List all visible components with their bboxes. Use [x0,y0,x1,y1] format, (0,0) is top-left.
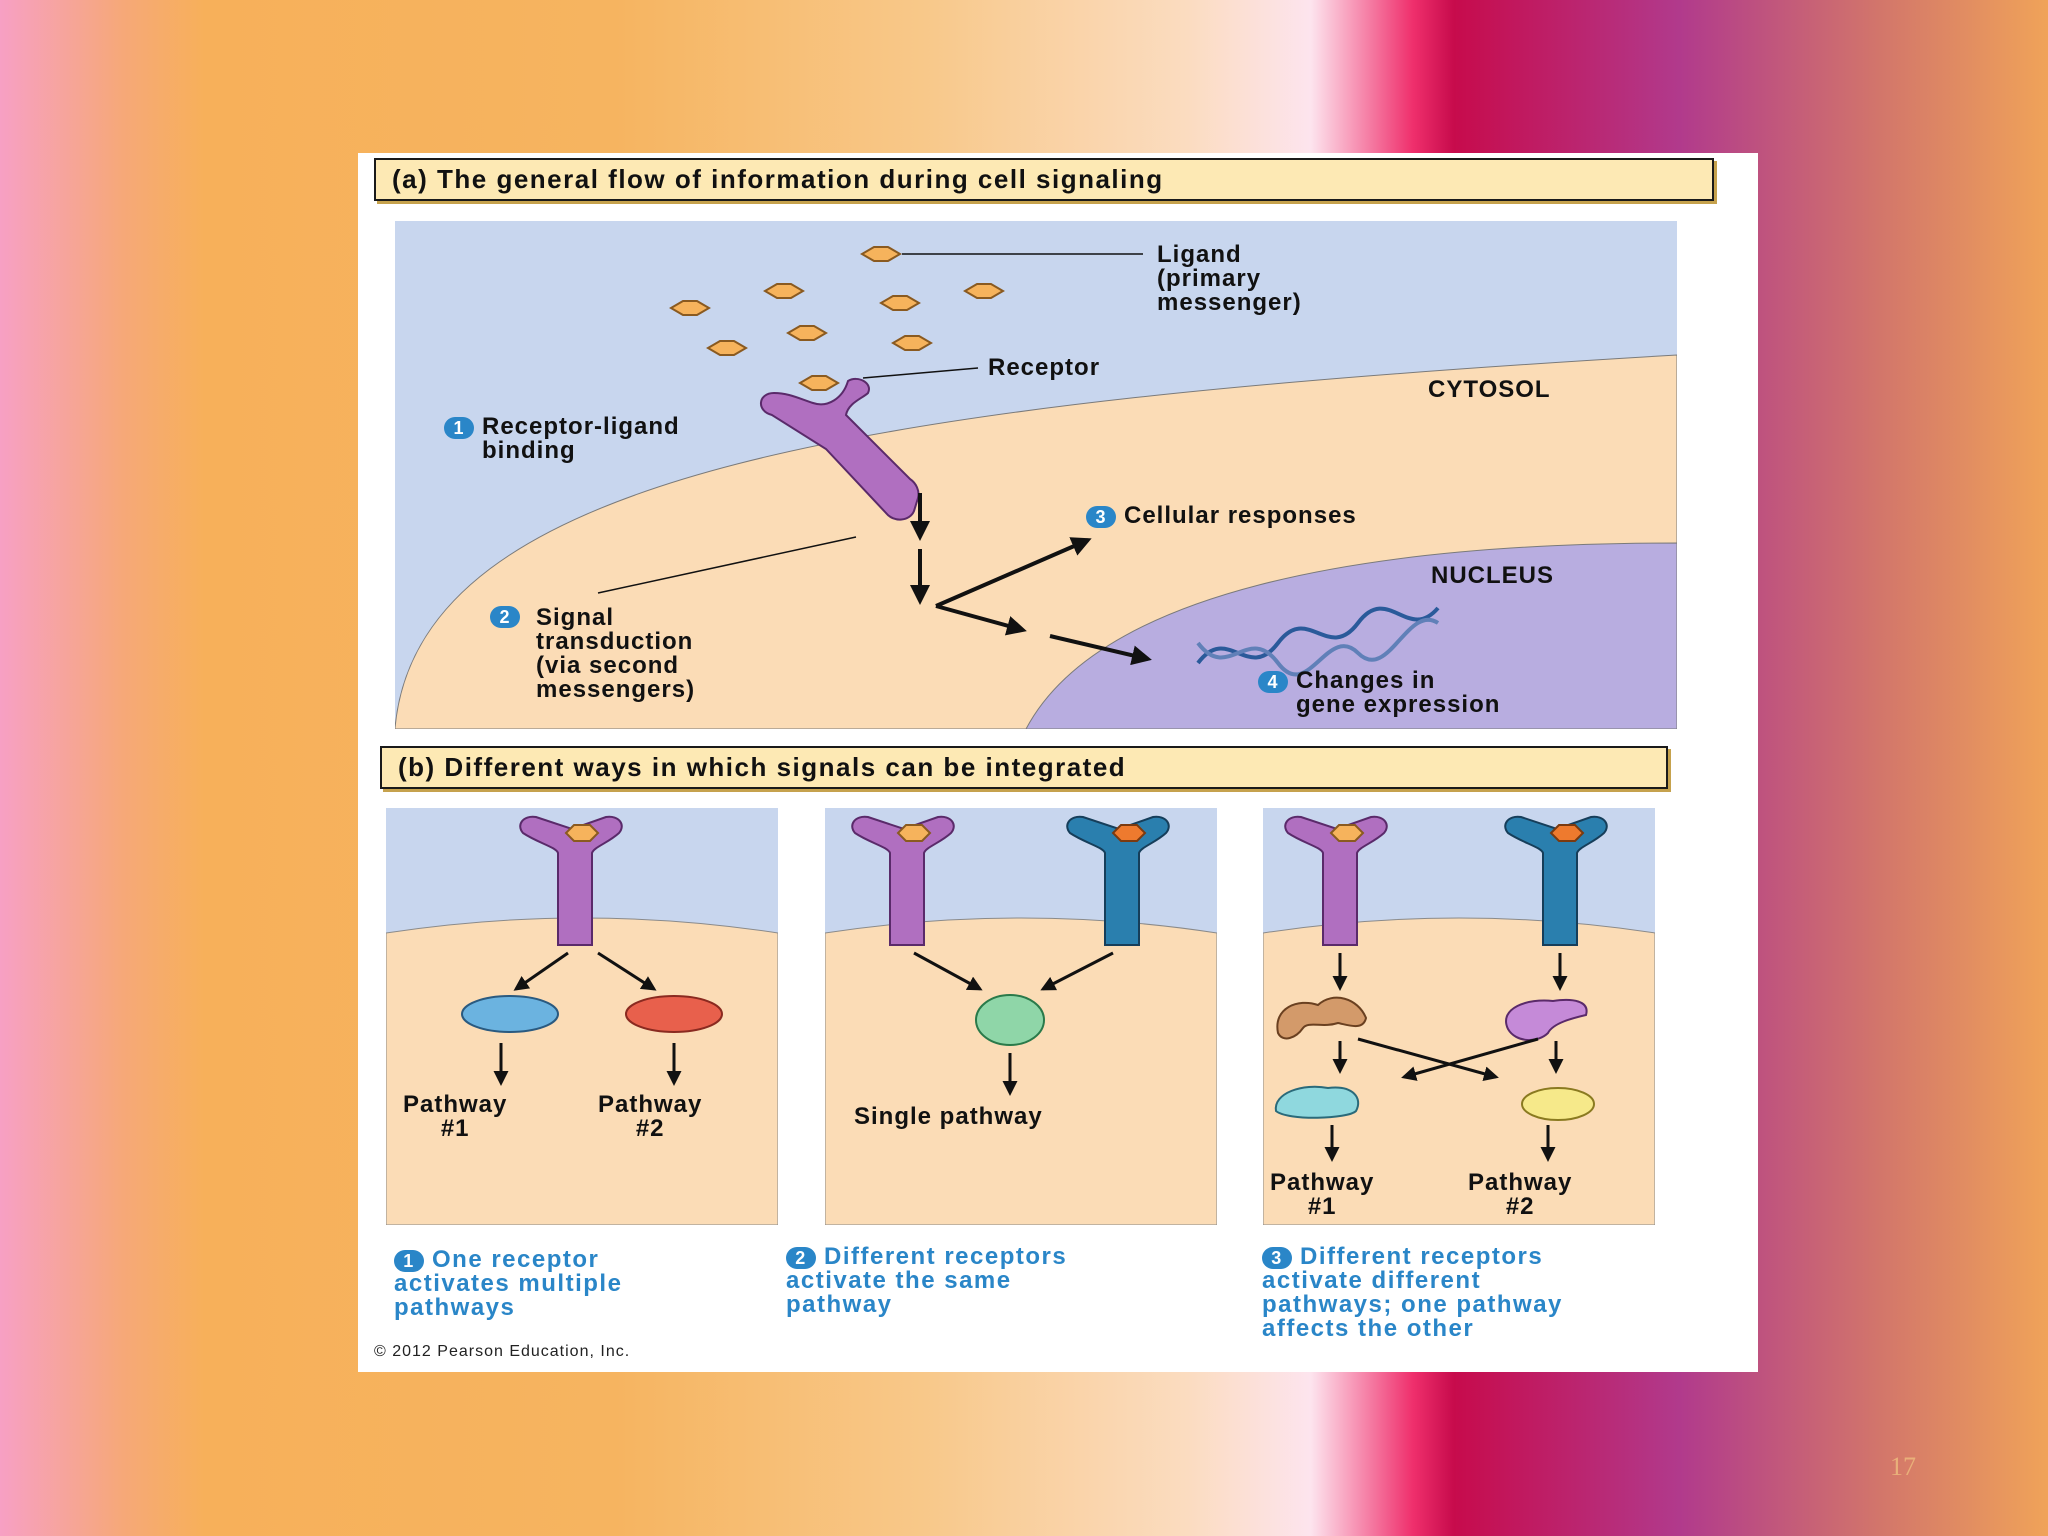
b1-pathway-2-label: Pathway #2 [598,1091,703,1142]
ligand-hexagon [860,246,902,262]
receptor-shape [760,375,920,521]
ligand-hexagon-orange [1549,824,1585,842]
receptor-b2-blue [1066,815,1170,946]
receptor-leader-line [862,367,979,379]
b2-single-pathway-label: Single pathway [854,1103,1043,1130]
ligand-hexagon [879,295,921,311]
b3-pathway-1-label: Pathway #1 [1270,1169,1375,1220]
panel-b-title: (b) Different ways in which signals can … [380,746,1668,789]
ligand-hexagon [963,283,1005,299]
arrow-gene-1 [935,604,1027,636]
step-2-label: 2 Signal transduction (via second messen… [490,606,695,702]
arrow-cellular-response [935,537,1092,608]
panel-a-scene [395,221,1677,729]
signal-molecule-cyan [1274,1085,1360,1119]
ligand-hexagon [1329,824,1365,842]
signal-molecule-red [625,995,723,1033]
caption-1-badge: 1 [394,1249,424,1272]
receptor-b3-purple [1284,815,1388,946]
receptor-label: Receptor [988,354,1101,381]
caption-3-badge: 3 [1262,1246,1292,1269]
nucleus-region [1025,542,1677,729]
step-2-badge: 2 [490,606,520,628]
b3-pathway-2-label: Pathway #2 [1468,1169,1573,1220]
signal-arrows [910,493,1152,666]
ligand-hexagon-orange [1111,824,1147,842]
ligand-hexagon [669,300,711,316]
ligand-hexagon [763,283,805,299]
ligand-hexagon [786,325,828,341]
ligand-hexagon [564,824,600,842]
ligand-label: Ligand (primary messenger) [1157,241,1302,316]
b1-pathway-1-label: Pathway #1 [403,1091,508,1142]
arrow-gene-2 [1049,634,1152,666]
cytosol-label: CYTOSOL [1428,376,1551,403]
panel-a-title: (a) The general flow of information duri… [374,158,1714,201]
ligand-molecules [669,246,1005,356]
step-4-badge: 4 [1258,670,1288,693]
caption-2-badge: 2 [786,1246,816,1269]
nucleus-label: NUCLEUS [1431,562,1555,589]
ligand-hexagon [891,335,933,351]
panel-b-arrows [493,951,1568,1162]
step-1-badge: 1 [444,416,474,439]
signal-molecule-blue [461,995,559,1033]
ligand-bound-hexagon [798,375,840,391]
ligand-hexagon [706,340,748,356]
figure-art [386,221,1677,1225]
figure: (a) The general flow of information duri… [358,153,1758,1372]
signal-molecule-brown [1276,996,1368,1040]
slide-number: 17 [1890,1452,1916,1481]
transduction-leader-line [597,536,857,594]
signal-molecule-green [975,994,1045,1046]
receptor-b3-blue [1504,815,1608,946]
receptor-b1 [519,815,623,946]
receptor-b2-purple [851,815,955,946]
copyright-notice: © 2012 Pearson Education, Inc. [374,1343,631,1360]
step-3-badge: 3 [1086,505,1116,528]
signal-molecule-yellow [1521,1087,1595,1121]
dna-helix [1196,606,1440,677]
ligand-hexagon [896,824,932,842]
